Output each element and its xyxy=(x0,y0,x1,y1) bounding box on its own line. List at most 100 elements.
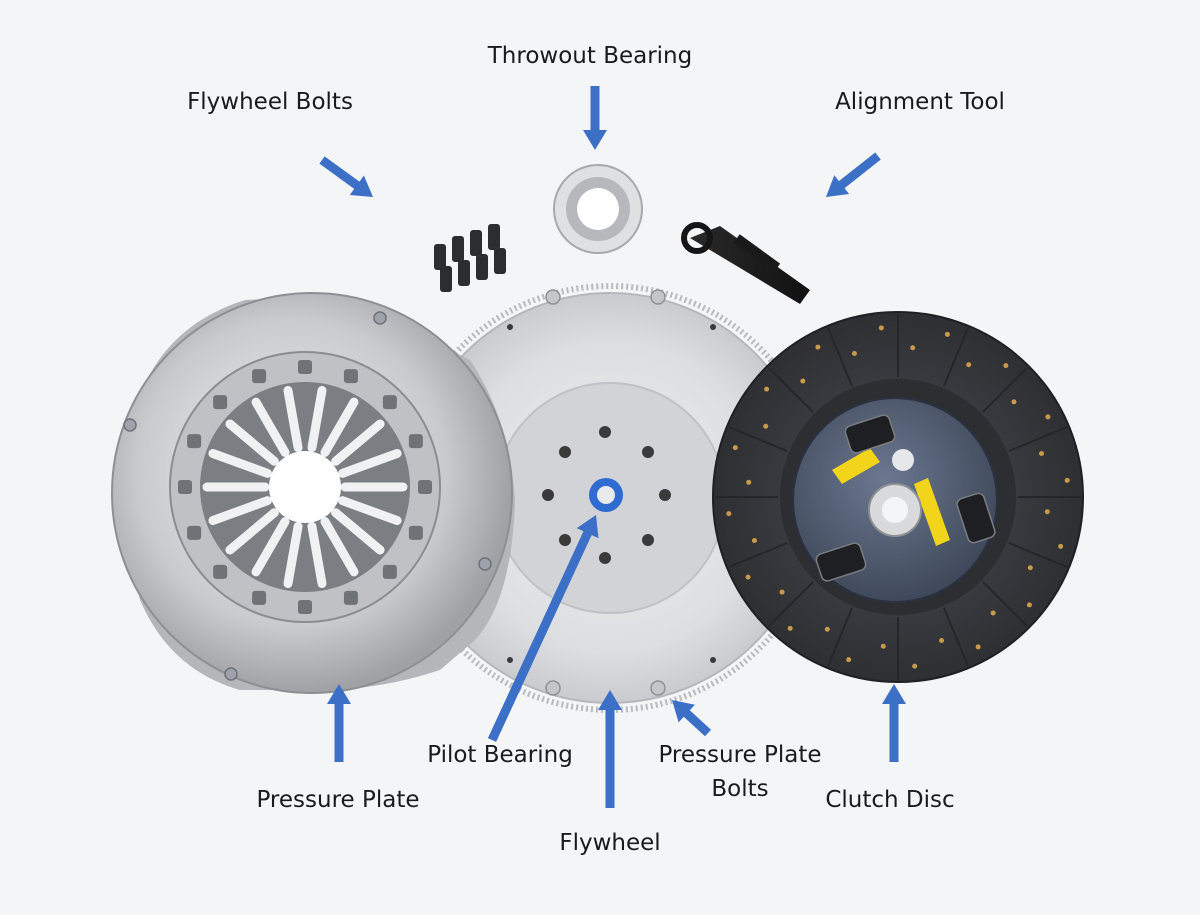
disc-rivet xyxy=(787,625,793,631)
disc-seam xyxy=(1008,541,1068,568)
flywheel-dowels xyxy=(545,289,666,696)
label-flywheel: Flywheel xyxy=(559,830,661,856)
disc-rivet xyxy=(800,378,806,384)
diaphragm-finger xyxy=(208,448,272,478)
label-pilot-bearing: Pilot Bearing xyxy=(427,742,573,768)
diaphragm-finger xyxy=(331,508,385,555)
disc-rivet xyxy=(1026,602,1032,608)
pressure-plate-slot xyxy=(298,360,312,374)
arrow-pilot-bearing xyxy=(487,515,599,742)
clutch-disc-part xyxy=(712,311,1084,683)
disc-rivet xyxy=(1003,363,1009,369)
label-flywheel-bolts: Flywheel Bolts xyxy=(187,89,353,115)
pressure-plate-slot xyxy=(408,525,423,540)
diaphragm-finger xyxy=(307,385,327,453)
pressure-plate-slot xyxy=(382,564,397,579)
diaphragm-finger xyxy=(320,397,359,457)
label-pressure-plate-bolts-line1: Pressure Plate xyxy=(658,742,822,768)
disc-rivet xyxy=(1064,477,1070,483)
pressure-plate-slot xyxy=(187,525,202,540)
disc-rivet xyxy=(751,538,757,544)
diaphragm-finger xyxy=(251,517,290,577)
disc-seam xyxy=(982,581,1029,628)
clutch-disc-rivets xyxy=(726,325,1070,669)
diaphragm-finger xyxy=(338,496,402,526)
disc-rivet xyxy=(763,423,769,429)
arrow-pressure-plate-bolts xyxy=(672,700,711,737)
disc-seam xyxy=(942,607,969,667)
pressure-plate-slots xyxy=(178,360,432,614)
pressure-plate-slot xyxy=(252,590,267,605)
pointer-arrows xyxy=(319,86,906,808)
flywheel-bolt xyxy=(452,236,464,262)
disc-rivet xyxy=(1039,450,1045,456)
arrow-clutch-disc xyxy=(882,684,906,762)
disc-rivet xyxy=(1027,565,1033,571)
disc-seam xyxy=(767,366,814,413)
label-pressure-plate: Pressure Plate xyxy=(256,787,420,813)
flywheel-bolt xyxy=(470,230,482,256)
pressure-plate-slot xyxy=(382,395,397,410)
disc-rivet xyxy=(990,610,996,616)
pressure-plate-slot xyxy=(252,369,267,384)
flywheel-bolt xyxy=(476,254,488,280)
disc-rivet xyxy=(975,644,981,650)
disc-rivet xyxy=(1044,509,1050,515)
disc-rivet xyxy=(1045,414,1051,420)
disc-rivet xyxy=(880,643,886,649)
pressure-plate-tabs xyxy=(123,311,492,681)
disc-seam xyxy=(767,581,814,628)
flywheel-part xyxy=(395,283,825,713)
disc-rivet xyxy=(732,445,738,451)
arrow-flywheel xyxy=(598,690,622,808)
diaphragm-finger xyxy=(225,508,279,555)
pressure-plate-slot xyxy=(213,564,228,579)
arrow-flywheel-bolts xyxy=(319,156,373,197)
disc-rivet xyxy=(939,638,945,644)
disc-rivet xyxy=(824,626,830,632)
pressure-plate-part xyxy=(111,292,515,694)
pressure-plate-slot xyxy=(343,590,358,605)
flywheel-bolt xyxy=(440,266,452,292)
disc-rivet xyxy=(726,511,732,517)
flywheel-holes xyxy=(445,324,773,663)
arrow-pressure-plate xyxy=(327,684,351,762)
disc-seam xyxy=(1008,426,1068,453)
label-alignment-tool: Alignment Tool xyxy=(835,89,1005,115)
pressure-plate-slot xyxy=(178,480,192,494)
disc-seam xyxy=(728,541,788,568)
disc-rivet xyxy=(745,574,751,580)
disc-rivet xyxy=(815,344,821,350)
label-clutch-disc: Clutch Disc xyxy=(825,787,955,813)
pressure-plate-slot xyxy=(187,434,202,449)
flywheel-bolt xyxy=(458,260,470,286)
disc-seam xyxy=(982,366,1029,413)
pressure-plate-slot xyxy=(213,395,228,410)
diaphragm-finger xyxy=(251,397,290,457)
disc-rivet xyxy=(878,325,884,331)
disc-rivet xyxy=(912,663,918,669)
disc-rivet xyxy=(1011,399,1017,405)
flywheel-bolts-part xyxy=(434,224,506,292)
alignment-tool-part xyxy=(681,222,810,304)
label-pressure-plate-bolts: Pressure Plate Bolts xyxy=(640,738,840,806)
pressure-plate-slot xyxy=(408,434,423,449)
diaphragm-finger xyxy=(307,521,327,589)
diaphragm-finger xyxy=(283,521,303,589)
disc-seam xyxy=(827,327,854,387)
disc-rivet xyxy=(966,362,972,368)
diaphragm-finger xyxy=(331,419,385,466)
pressure-plate-slot xyxy=(343,369,358,384)
disc-rivet xyxy=(851,350,857,356)
diaphragm-finger xyxy=(338,448,402,478)
diaphragm-finger xyxy=(225,419,279,466)
pressure-plate-slot xyxy=(298,600,312,614)
disc-rivet xyxy=(779,589,785,595)
disc-rivet xyxy=(944,331,950,337)
flywheel-bolt xyxy=(494,248,506,274)
clutch-disc-seams xyxy=(715,314,1081,680)
disc-seam xyxy=(942,327,969,387)
flywheel-bolt xyxy=(434,244,446,270)
